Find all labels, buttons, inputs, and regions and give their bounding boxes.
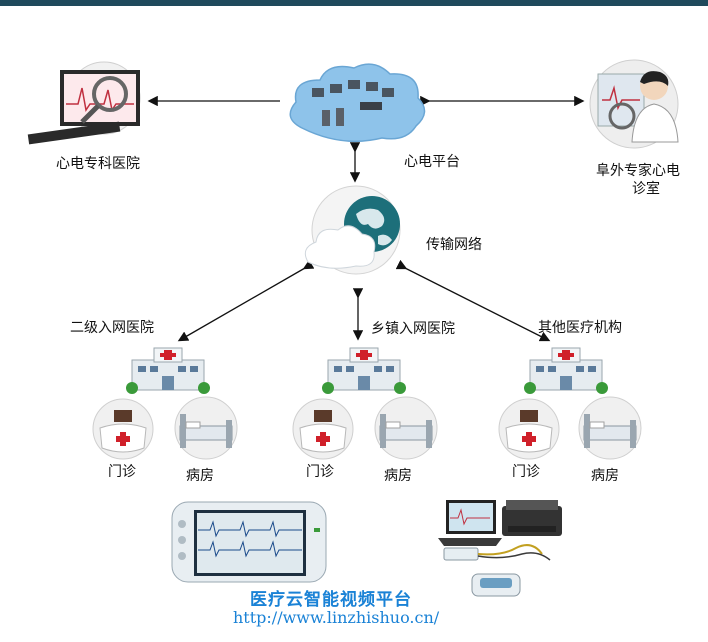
other-institutions-label: 其他医疗机构: [538, 320, 622, 336]
ward-label-3: 病房: [591, 468, 619, 484]
expert-room-label-line1: 阜外专家心电: [596, 163, 680, 179]
expert-room-label-line2: 诊室: [632, 181, 660, 197]
globe-cloud-icon: [304, 185, 401, 275]
clinic-icon: [92, 398, 154, 460]
brand-title: 医疗云智能视频平台: [250, 590, 412, 610]
arrow-network-other: [395, 259, 551, 342]
monitor-ecg-icon: [27, 61, 141, 145]
level2-hospital-label: 二级入网医院: [70, 320, 154, 336]
laptop-printer-icon: [438, 500, 562, 597]
ward-bed-icon: [578, 396, 642, 460]
ward-bed-icon: [374, 396, 438, 460]
specialty-hospital-label: 心电专科医院: [56, 156, 140, 172]
ward-label-1: 病房: [186, 468, 214, 484]
clinic-label-1: 门诊: [108, 464, 136, 480]
clinic-label-3: 门诊: [512, 464, 540, 480]
top-bar: [0, 0, 708, 6]
network-label: 传输网络: [426, 237, 482, 253]
hospital-icon: [126, 347, 210, 394]
site-url[interactable]: http://www.linzhishuo.cn/: [233, 608, 440, 627]
clinic-icon: [292, 398, 354, 460]
ecg-device-icon: [171, 501, 327, 583]
hospital-icon: [322, 347, 406, 394]
hospital-icon: [524, 347, 608, 394]
platform-label: 心电平台: [404, 154, 460, 170]
cloud-server-icon: [289, 63, 426, 143]
arrow-network-level2: [177, 259, 315, 342]
ward-label-2: 病房: [384, 468, 412, 484]
township-hospital-label: 乡镇入网医院: [371, 321, 455, 337]
clinic-label-2: 门诊: [306, 464, 334, 480]
clinic-icon: [498, 398, 560, 460]
doctor-icon: [589, 59, 679, 149]
ward-bed-icon: [174, 396, 238, 460]
